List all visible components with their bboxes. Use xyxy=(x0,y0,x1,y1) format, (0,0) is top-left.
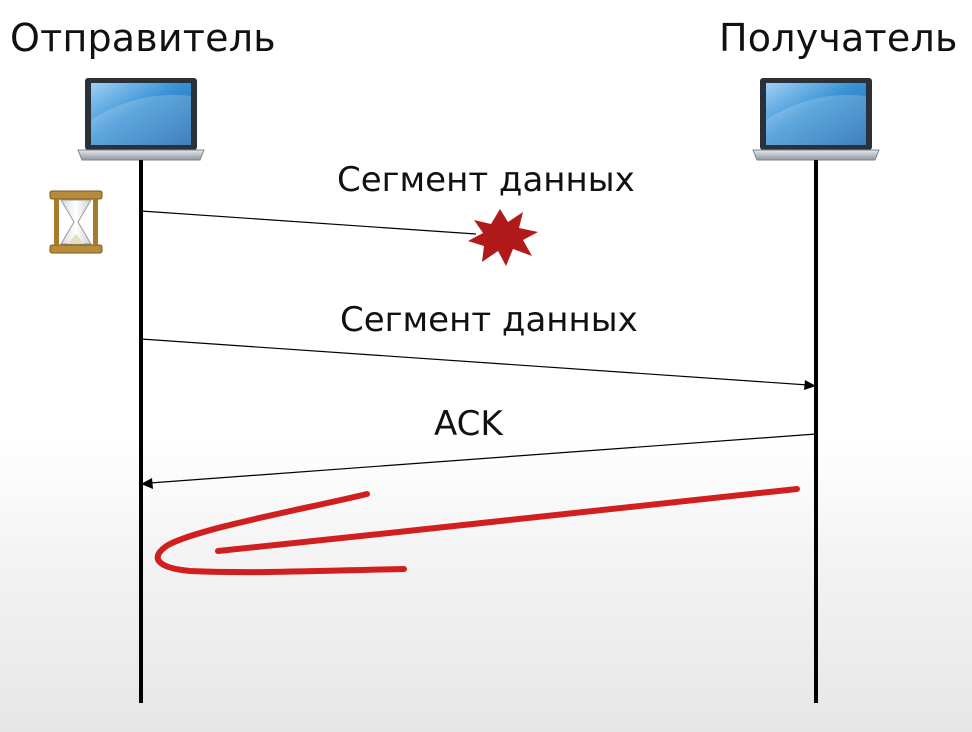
sender-label: Отправитель xyxy=(10,16,276,60)
hourglass-icon xyxy=(49,190,103,254)
ack-label: ACK xyxy=(434,404,503,444)
data-segment-arrow xyxy=(140,338,809,386)
receiver-label: Получатель xyxy=(719,16,958,60)
data-segment-label: Сегмент данных xyxy=(340,300,638,340)
sender-laptop-icon xyxy=(77,78,205,161)
lost-segment-line xyxy=(140,210,477,235)
receiver-laptop-icon xyxy=(752,78,880,161)
lost-segment-label: Сегмент данных xyxy=(337,160,635,200)
ack-arrow xyxy=(149,433,817,484)
collision-icon xyxy=(468,209,538,266)
data-segment-arrowhead xyxy=(804,380,816,390)
ack-arrowhead xyxy=(141,478,153,489)
curved-arrow-annotation xyxy=(154,486,800,576)
